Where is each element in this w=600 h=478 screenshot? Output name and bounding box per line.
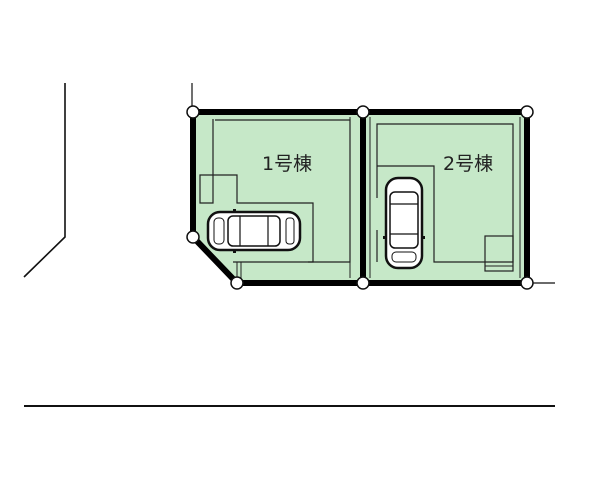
boundary-marker-icon: [186, 105, 200, 119]
lot-1-area: [193, 112, 363, 283]
boundary-markers: [186, 105, 534, 290]
setback-lines: [349, 117, 521, 278]
car-icon: [383, 176, 425, 270]
boundary-marker-icon: [520, 276, 534, 290]
lot-2: 2号棟: [363, 112, 527, 283]
boundary-marker-icon: [186, 230, 200, 244]
lot-boundary: [190, 109, 530, 286]
lot-2-label: 2号棟: [443, 153, 493, 175]
lot-2-storage: [484, 235, 514, 272]
lot-1-building-outline: [199, 119, 314, 263]
boundary-marker-icon: [520, 105, 534, 119]
lot-1-label: 1号棟: [262, 153, 312, 175]
road-edge-left: [23, 83, 66, 278]
boundary-marker-icon: [356, 105, 370, 119]
boundary-marker-icon: [230, 276, 244, 290]
lot-1: 1号棟: [193, 112, 363, 283]
car-icon: [206, 209, 302, 253]
boundary-marker-icon: [356, 276, 370, 290]
